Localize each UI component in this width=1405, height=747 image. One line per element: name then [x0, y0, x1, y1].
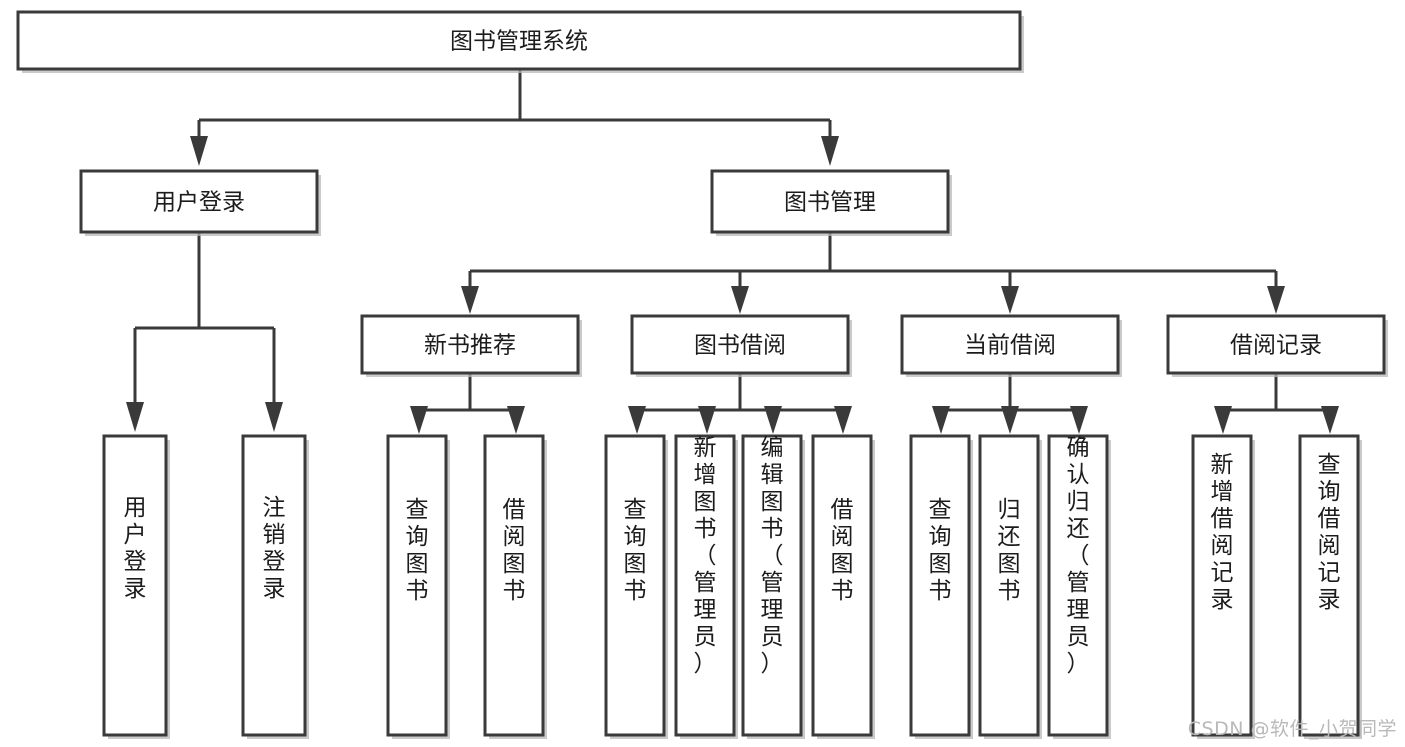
- node-leaf-query-book-2-label: 查询图书: [624, 497, 647, 604]
- arrow-head-leaf-add-book: [698, 406, 716, 434]
- node-root-box[interactable]: [16, 10, 1022, 71]
- arrow-head-leaf-query-book-1: [410, 406, 428, 434]
- node-borrow-record-box[interactable]: [1166, 314, 1386, 375]
- node-leaf-return-book-box[interactable]: [978, 434, 1040, 737]
- connector-group-current-borrow: [932, 373, 1088, 434]
- node-leaf-confirm-return-label: 确认归还（管理员）: [1067, 435, 1090, 677]
- node-leaf-logout[interactable]: 注销登录: [241, 434, 309, 739]
- connector-group-book-borrow: [628, 373, 852, 434]
- node-current-borrow-box[interactable]: [900, 314, 1120, 375]
- connector-group-new-book-recommend: [410, 373, 525, 434]
- node-user-login[interactable]: 用户登录: [79, 169, 321, 236]
- node-leaf-query-book-1[interactable]: 查询图书: [386, 434, 450, 739]
- node-leaf-query-book-3-label: 查询图书: [929, 497, 952, 604]
- arrow-head-new-book-recommend: [461, 286, 479, 314]
- arrow-head-leaf-add-record: [1214, 406, 1232, 434]
- node-leaf-borrow-book-1-label: 借阅图书: [503, 497, 526, 604]
- node-leaf-confirm-return-box[interactable]: [1047, 434, 1109, 737]
- node-leaf-query-book-3[interactable]: 查询图书: [909, 434, 973, 739]
- node-leaf-query-book-1-box[interactable]: [386, 434, 448, 737]
- node-new-book-recommend-box[interactable]: [360, 314, 580, 375]
- node-new-book-recommend-label: 新书推荐: [424, 333, 516, 359]
- arrow-head-book-borrow: [731, 286, 749, 314]
- node-leaf-user-login[interactable]: 用户登录: [102, 434, 170, 739]
- node-leaf-return-book[interactable]: 归还图书: [978, 434, 1042, 739]
- node-leaf-add-book[interactable]: 新增图书（管理员）: [674, 434, 738, 739]
- node-leaf-add-record[interactable]: 新增借阅记录: [1191, 434, 1255, 739]
- connector-group-book-manage: [461, 232, 1285, 314]
- connector-group-user-login: [126, 232, 283, 432]
- arrow-head-book-manage: [821, 136, 839, 166]
- arrow-head-leaf-query-book-3: [932, 406, 950, 434]
- node-leaf-query-book-2-box[interactable]: [604, 434, 666, 737]
- node-book-manage-label: 图书管理: [784, 190, 876, 216]
- connector-group-root: [190, 69, 839, 166]
- node-leaf-add-record-label: 新增借阅记录: [1211, 452, 1234, 613]
- node-root-label: 图书管理系统: [450, 29, 588, 55]
- node-book-borrow-label: 图书借阅: [694, 333, 786, 359]
- node-leaf-user-login-box[interactable]: [102, 434, 168, 737]
- node-leaf-edit-book[interactable]: 编辑图书（管理员）: [741, 434, 805, 739]
- arrow-head-leaf-query-book-2: [628, 406, 646, 434]
- node-borrow-record-label: 借阅记录: [1230, 333, 1322, 359]
- node-leaf-query-book-2[interactable]: 查询图书: [604, 434, 668, 739]
- arrow-head-leaf-edit-book: [764, 406, 782, 434]
- arrow-head-leaf-return-book: [1001, 406, 1019, 434]
- node-user-login-label: 用户登录: [153, 190, 245, 216]
- arrow-head-leaf-logout: [265, 402, 283, 432]
- node-leaf-logout-box[interactable]: [241, 434, 307, 737]
- node-book-manage-box[interactable]: [710, 169, 950, 234]
- node-book-borrow-box[interactable]: [630, 314, 850, 375]
- node-leaf-borrow-book-1-box[interactable]: [483, 434, 545, 737]
- arrow-head-borrow-record: [1267, 286, 1285, 314]
- node-leaf-edit-book-box[interactable]: [741, 434, 803, 737]
- node-leaf-query-book-3-box[interactable]: [909, 434, 971, 737]
- node-user-login-box[interactable]: [79, 169, 319, 234]
- node-leaf-query-record-box[interactable]: [1298, 434, 1360, 737]
- arrow-head-leaf-borrow-book-2: [834, 406, 852, 434]
- node-leaf-borrow-book-2[interactable]: 借阅图书: [811, 434, 875, 739]
- arrow-head-user-login: [190, 136, 208, 166]
- node-current-borrow[interactable]: 当前借阅: [900, 314, 1122, 377]
- node-leaf-borrow-book-2-box[interactable]: [811, 434, 873, 737]
- node-leaf-add-book-label: 新增图书（管理员）: [694, 435, 717, 677]
- node-current-borrow-label: 当前借阅: [964, 333, 1056, 359]
- arrow-head-leaf-borrow-book-1: [507, 406, 525, 434]
- node-leaf-add-record-box[interactable]: [1191, 434, 1253, 737]
- arrow-head-leaf-user-login: [126, 402, 144, 432]
- node-leaf-add-book-box[interactable]: [674, 434, 736, 737]
- node-leaf-query-record[interactable]: 查询借阅记录: [1298, 434, 1362, 739]
- node-leaf-borrow-book-2-label: 借阅图书: [831, 497, 854, 604]
- node-leaf-borrow-book-1[interactable]: 借阅图书: [483, 434, 547, 739]
- node-leaf-logout-label: 注销登录: [263, 495, 286, 602]
- arrow-head-current-borrow: [1001, 286, 1019, 314]
- node-book-manage[interactable]: 图书管理: [710, 169, 952, 236]
- node-leaf-edit-book-label: 编辑图书（管理员）: [761, 435, 784, 677]
- node-book-borrow[interactable]: 图书借阅: [630, 314, 852, 377]
- node-leaf-confirm-return[interactable]: 确认归还（管理员）: [1047, 434, 1111, 739]
- connector-group-borrow-record: [1214, 373, 1339, 434]
- csdn-watermark: CSDN @软件_小贺同学: [1187, 718, 1397, 740]
- node-borrow-record[interactable]: 借阅记录: [1166, 314, 1388, 377]
- node-leaf-return-book-label: 归还图书: [998, 497, 1021, 604]
- node-leaf-query-record-label: 查询借阅记录: [1318, 452, 1341, 613]
- node-leaf-query-book-1-label: 查询图书: [406, 497, 429, 604]
- node-new-book-recommend[interactable]: 新书推荐: [360, 314, 582, 377]
- arrow-head-leaf-confirm-return: [1070, 406, 1088, 434]
- node-leaf-user-login-label: 用户登录: [124, 495, 147, 602]
- node-root[interactable]: 图书管理系统: [16, 10, 1024, 73]
- arrow-head-leaf-query-record: [1321, 406, 1339, 434]
